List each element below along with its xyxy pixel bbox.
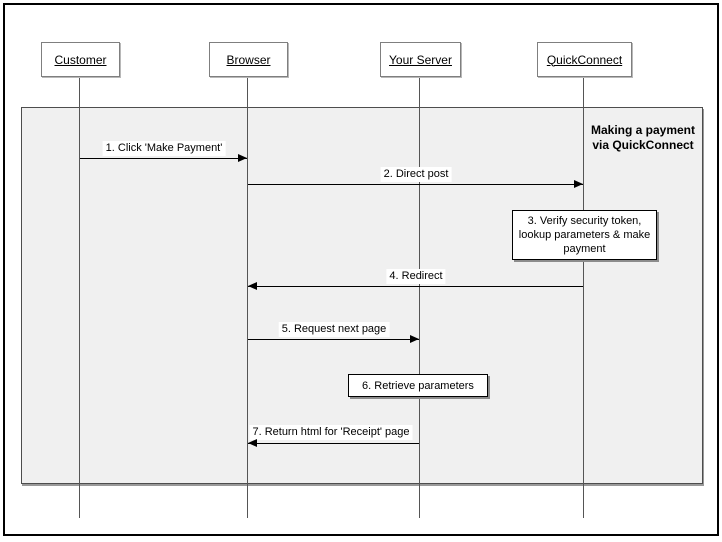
message-1-label: 1. Click 'Make Payment'	[102, 141, 226, 156]
note-3-text: 3. Verify security token, lookup paramet…	[518, 215, 651, 255]
lifeline-quickconnect	[583, 77, 584, 518]
note-3-box: 3. Verify security token, lookup paramet…	[512, 210, 657, 260]
arrowhead-right-icon	[574, 180, 583, 188]
note-6-box: 6. Retrieve parameters	[348, 374, 488, 397]
arrowhead-right-icon	[410, 335, 419, 343]
actor-box-browser: Browser	[209, 42, 288, 77]
lifeline-your-server	[419, 77, 420, 518]
message-5-arrow	[248, 335, 419, 343]
actor-label-browser: Browser	[226, 52, 271, 67]
actor-box-your-server: Your Server	[380, 42, 461, 77]
diagram-frame	[3, 3, 719, 536]
message-5-label: 5. Request next page	[278, 322, 390, 337]
actor-label-customer: Customer	[54, 52, 107, 67]
message-1-arrow	[80, 154, 247, 162]
actor-label-quickconnect: QuickConnect	[546, 52, 623, 67]
message-2-label: 2. Direct post	[380, 167, 452, 182]
actor-label-your-server: Your Server	[389, 52, 452, 67]
message-7-arrow	[248, 439, 419, 447]
message-4-arrow	[248, 282, 583, 290]
message-2-arrow	[248, 180, 583, 188]
message-7-label: 7. Return html for 'Receipt' page	[249, 425, 413, 440]
arrowhead-left-icon	[248, 282, 257, 290]
actor-box-quickconnect: QuickConnect	[537, 42, 632, 77]
message-4-label: 4. Redirect	[386, 269, 446, 284]
arrowhead-right-icon	[238, 154, 247, 162]
lifeline-customer	[79, 77, 80, 518]
diagram-title-line-1: Making a payment	[590, 123, 696, 137]
interaction-area	[21, 107, 703, 484]
diagram-title-line-2: via QuickConnect	[592, 138, 694, 152]
actor-box-customer: Customer	[41, 42, 120, 77]
diagram-title: Making a payment via QuickConnect	[584, 123, 702, 153]
arrowhead-left-icon	[248, 439, 257, 447]
lifeline-browser	[247, 77, 248, 518]
note-6-text: 6. Retrieve parameters	[362, 379, 474, 392]
